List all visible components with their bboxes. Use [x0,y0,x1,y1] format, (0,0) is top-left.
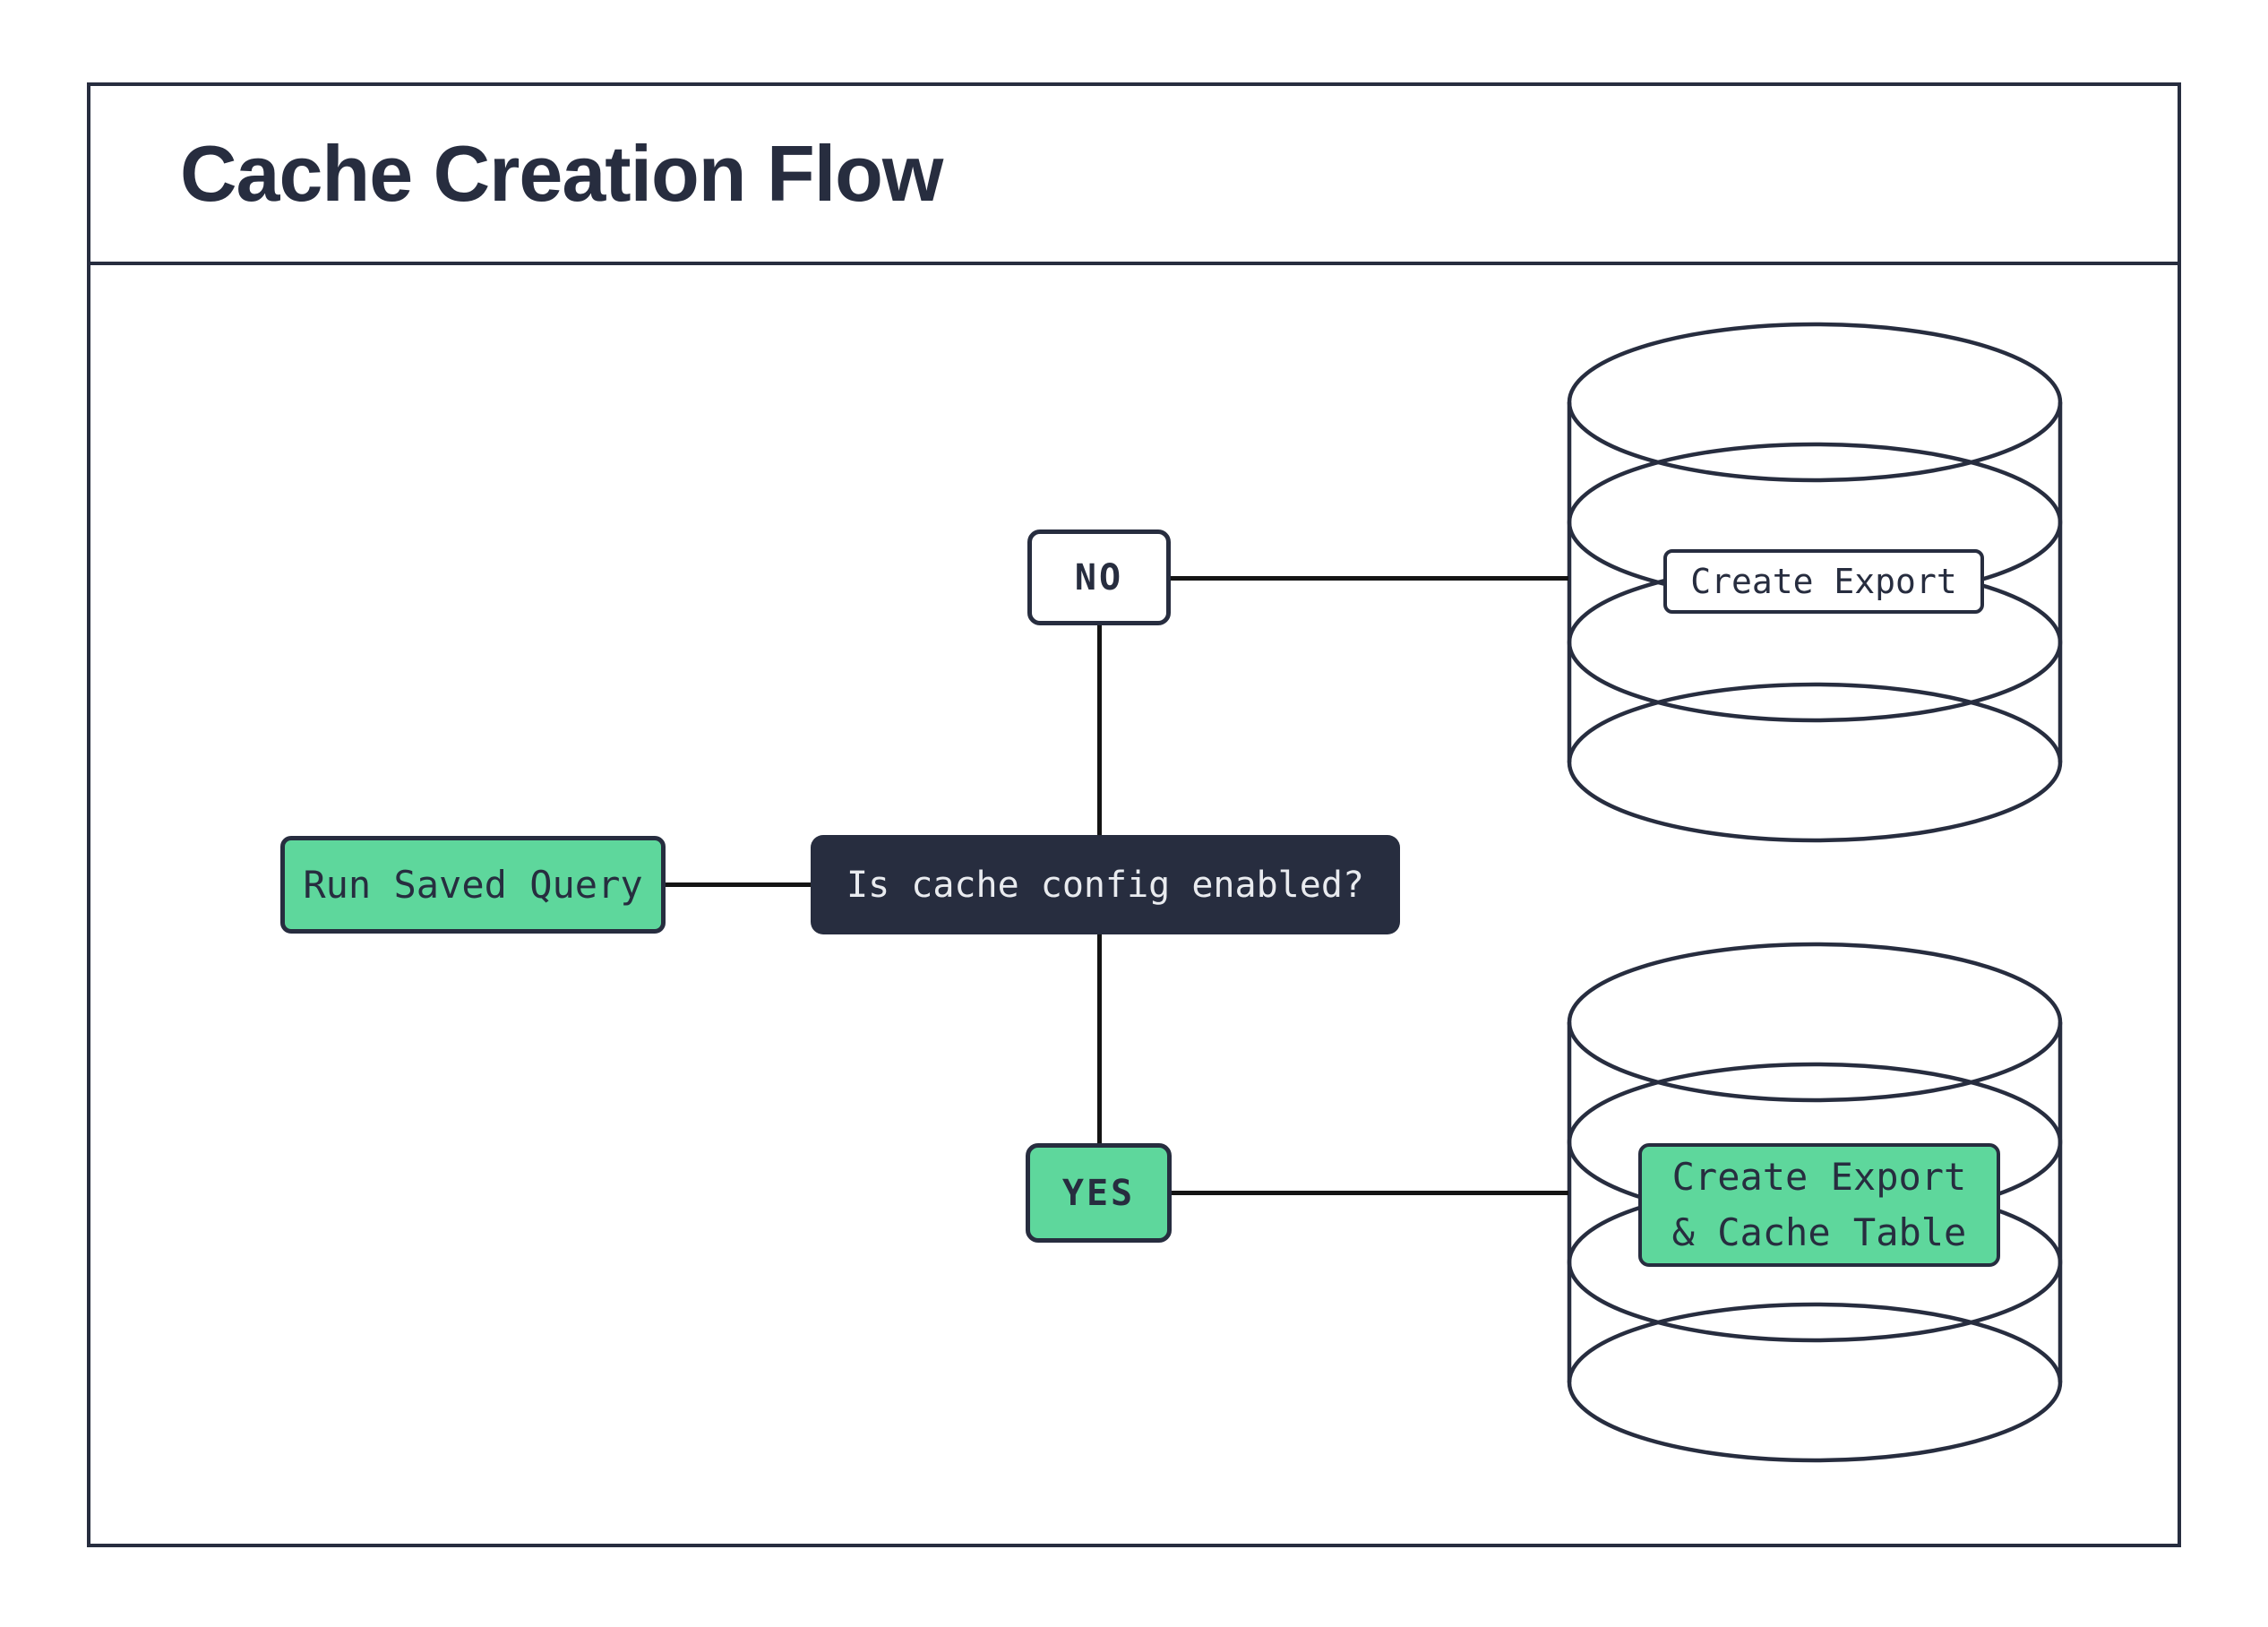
node-cache-config-decision-label: Is cache config enabled? [846,864,1364,906]
node-branch-yes-label: YES [1061,1172,1136,1214]
node-run-saved-query-label: Run Saved Query [303,863,643,907]
node-create-export-cache-table-line2: & Cache Table [1671,1210,1967,1254]
node-run-saved-query: Run Saved Query [280,836,666,934]
page-title: Cache Creation Flow [180,129,943,218]
node-create-export-label: Create Export [1690,562,1957,601]
node-cache-config-decision: Is cache config enabled? [811,835,1400,934]
node-branch-no-label: NO [1074,556,1124,598]
connector-yes-to-database [1172,1191,1568,1195]
node-branch-yes: YES [1026,1143,1172,1243]
node-create-export-cache-table-line1: Create Export [1671,1155,1967,1199]
connector-decision-to-yes [1097,934,1102,1143]
node-create-export: Create Export [1663,549,1984,614]
node-create-export-cache-table: Create Export & Cache Table [1638,1143,2000,1267]
connector-start-to-decision [666,882,811,887]
connector-no-to-database [1171,576,1568,581]
connector-decision-to-no [1097,625,1102,835]
diagram-frame: Cache Creation Flow [87,82,2181,1547]
diagram-header: Cache Creation Flow [90,86,2178,265]
node-branch-no: NO [1027,529,1171,625]
